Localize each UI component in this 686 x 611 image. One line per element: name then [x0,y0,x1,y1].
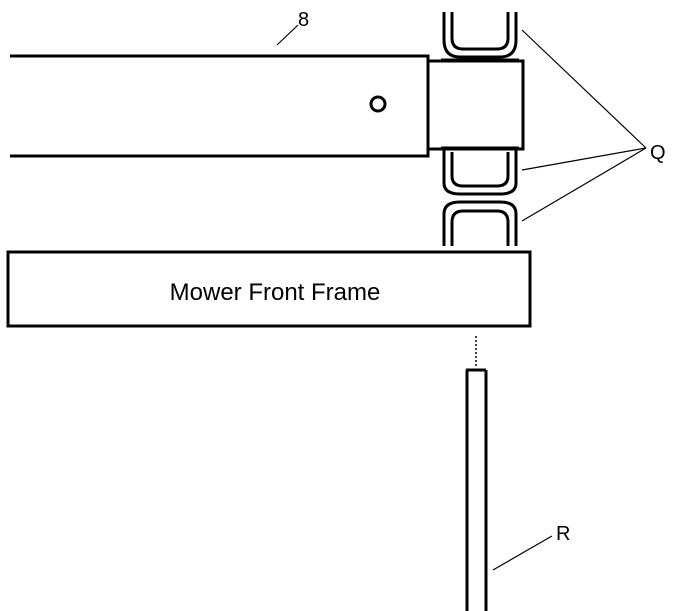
u-clip-top [441,12,519,62]
frame-label: Mower Front Frame [170,279,381,306]
leader-line-r [492,535,553,571]
mower-front-frame [6,250,532,328]
leader-line-8 [276,24,299,46]
rod [465,368,488,611]
square-tube [10,54,430,158]
u-clip-bottom [442,200,518,246]
tube-hole [369,95,387,113]
label-R: R [556,523,570,545]
label-Q: Q [650,142,666,164]
label-8: 8 [298,9,309,31]
u-clip-middle [441,146,519,196]
coupler-block [426,59,525,151]
leader-lines-q [521,29,647,222]
